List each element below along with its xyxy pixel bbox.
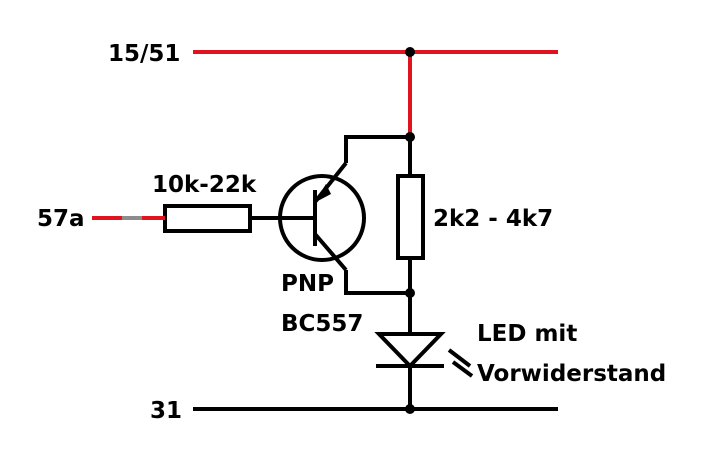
base-resistor bbox=[163, 204, 252, 233]
ground-label: 31 bbox=[150, 398, 182, 424]
supply-junction bbox=[405, 47, 415, 57]
input-label: 57a bbox=[37, 206, 85, 232]
led-triangle bbox=[374, 332, 446, 369]
transistor-type-label: PNP bbox=[281, 271, 334, 297]
transistor-emitter-arrow bbox=[314, 184, 331, 203]
transistor-part-label: BC557 bbox=[281, 311, 363, 337]
led-label-line1: LED mit bbox=[477, 321, 577, 347]
supply-label: 15/51 bbox=[108, 41, 180, 67]
led-label-line2: Vorwiderstand bbox=[477, 361, 666, 387]
collector-resistor-label: 2k2 - 4k7 bbox=[433, 206, 553, 232]
collector-resistor bbox=[396, 174, 425, 260]
led-light-ray-2 bbox=[451, 360, 474, 378]
base-resistor-label: 10k-22k bbox=[152, 172, 257, 198]
collector-wire bbox=[344, 270, 410, 295]
ground-junction bbox=[405, 404, 415, 414]
emitter-wire bbox=[344, 135, 410, 163]
led-light-ray-1 bbox=[447, 348, 472, 368]
transistor-collector-lead bbox=[313, 232, 348, 272]
